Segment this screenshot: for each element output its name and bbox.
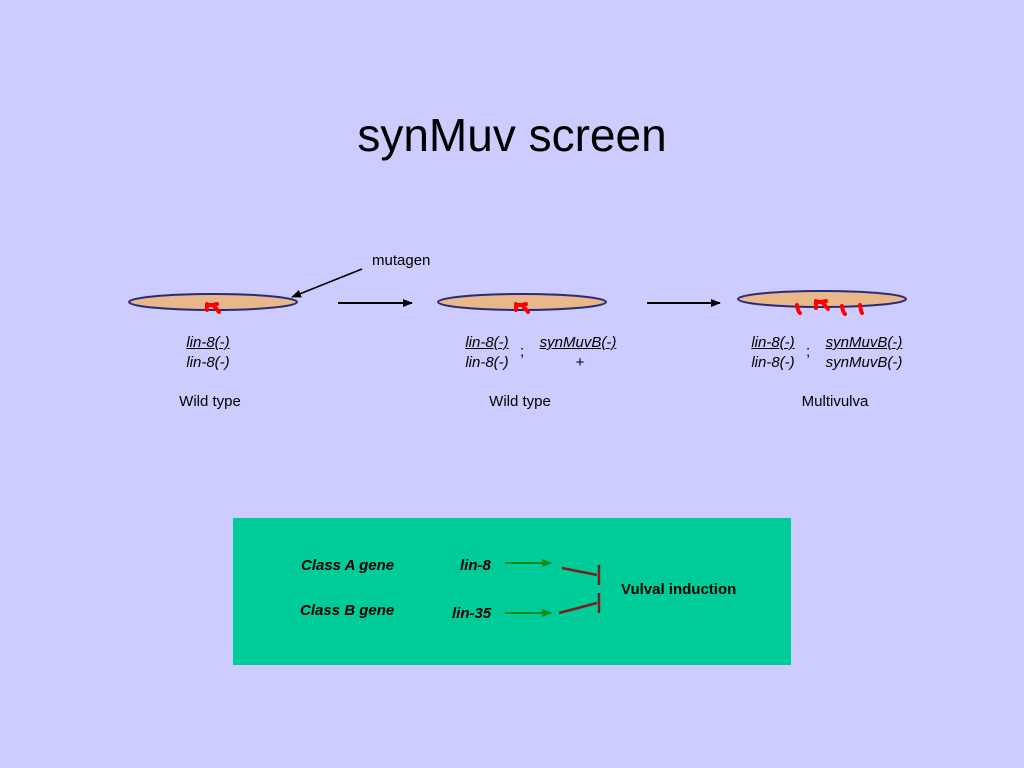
mutagen-label: mutagen	[372, 252, 431, 269]
ectopic-vulva	[858, 303, 864, 315]
ectopic-vulva	[795, 303, 802, 315]
slide-title: synMuv screen	[357, 109, 667, 161]
genotype-bottom-left: lin-8(-)	[465, 354, 509, 371]
genotype-separator: ;	[520, 343, 525, 360]
mutagen-arrow	[291, 268, 363, 298]
worm-multivulva	[737, 290, 907, 316]
vulva-mark	[205, 302, 221, 314]
target-label: Vulval induction	[621, 581, 737, 598]
worm3-genotype-left: lin-8(-) lin-8(-)	[744, 333, 802, 373]
vulva-mark	[814, 299, 830, 311]
genotype-top-left: lin-8(-)	[751, 334, 795, 351]
class-a-label: Class A gene	[301, 557, 395, 574]
inhibition-line-a	[561, 566, 598, 577]
worm2-genotype-left: lin-8(-) lin-8(-)	[458, 333, 516, 373]
worm2-genotype-right: synMuvB(-) +	[531, 333, 625, 373]
worm1-phenotype: Wild type	[179, 393, 241, 410]
worm-wild-type-1	[128, 293, 298, 314]
genotype-top: lin-8(-)	[186, 334, 230, 351]
genotype-bottom-right: synMuvB(-)	[825, 354, 903, 371]
gene-b-label: lin-35	[452, 605, 492, 622]
worm2-phenotype: Wild type	[489, 393, 551, 410]
genotype-top-right: synMuvB(-)	[539, 334, 617, 351]
gene-a-label: lin-8	[460, 557, 491, 574]
worm1-genotype: lin-8(-) lin-8(-)	[168, 333, 248, 373]
class-b-label: Class B gene	[300, 602, 395, 619]
genotype-top-left: lin-8(-)	[465, 334, 509, 351]
worm-wild-type-2	[437, 293, 607, 314]
ectopic-vulva	[840, 304, 847, 316]
pathway-panel: Class A gene Class B gene lin-8 lin-35 V…	[233, 518, 791, 665]
vulva-mark	[514, 302, 530, 314]
worm3-genotype-right: synMuvB(-) synMuvB(-)	[816, 333, 912, 373]
genotype-top-right: synMuvB(-)	[825, 334, 903, 351]
genotype-bottom: lin-8(-)	[186, 354, 230, 371]
inhibition-line-b	[558, 601, 598, 615]
pathway-arrows	[505, 559, 601, 617]
genotype-separator: ;	[806, 343, 811, 360]
worm3-phenotype: Multivulva	[801, 393, 869, 410]
genotype-bottom-left: lin-8(-)	[751, 354, 795, 371]
genotype-bottom-right: +	[575, 354, 585, 371]
